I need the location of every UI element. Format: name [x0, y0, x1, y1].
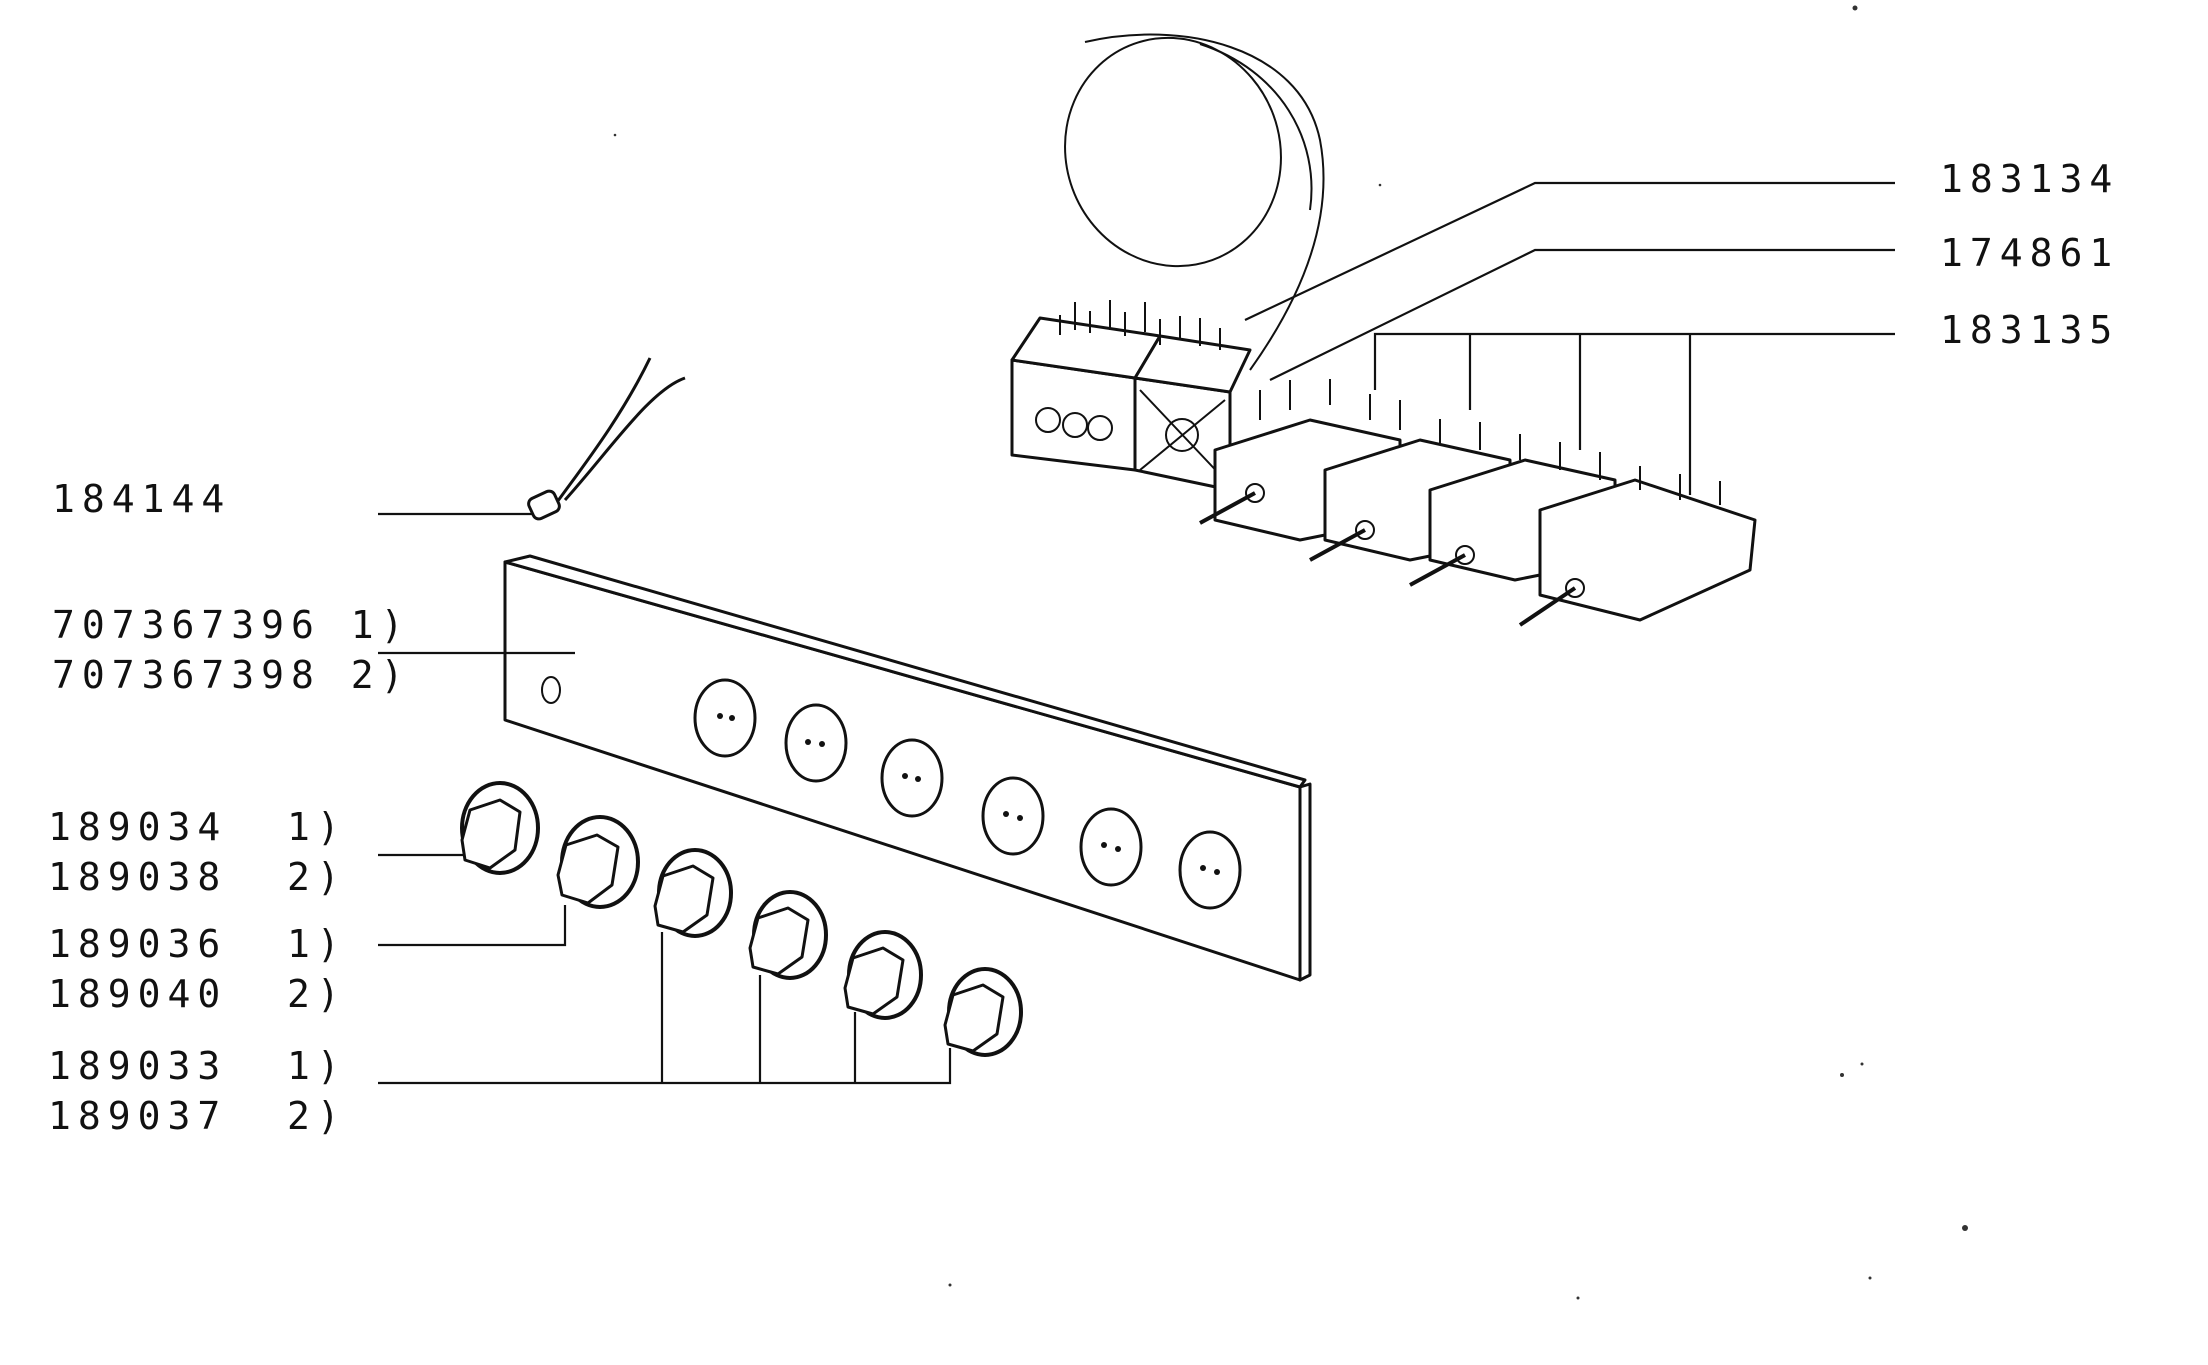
- thermostat-capillary-coil: [1064, 33, 1325, 371]
- knob-2: [556, 815, 640, 909]
- label-183135: 183135: [1940, 308, 2120, 352]
- knob-5: [843, 930, 923, 1020]
- label-189038: 189038 2): [48, 855, 347, 899]
- leader-183134: [1244, 181, 1895, 321]
- label-189037: 189037 2): [48, 1094, 347, 1138]
- label-183134: 183134: [1940, 157, 2120, 201]
- label-189034: 189034 1): [48, 805, 347, 849]
- leader-lines: [378, 181, 1895, 1085]
- knob-1: [460, 781, 540, 875]
- leader-174861: [1269, 248, 1895, 381]
- leader-183135: [1373, 332, 1895, 495]
- control-panel-fascia: [503, 554, 1312, 982]
- label-189036: 189036 1): [48, 922, 347, 966]
- knob-3: [653, 848, 733, 938]
- label-189033: 189033 1): [48, 1044, 347, 1088]
- signal-lamp-part: [527, 357, 686, 521]
- knob-6: [943, 967, 1023, 1057]
- label-707367398: 707367398 2): [52, 653, 411, 697]
- label-184144: 184144: [52, 477, 232, 521]
- knob-4: [748, 890, 828, 980]
- leader-189033: [378, 932, 952, 1085]
- switch-block-assembly: [1010, 300, 1757, 627]
- label-707367396: 707367396 1): [52, 603, 411, 647]
- scan-specks: [613, 5, 1968, 1300]
- label-189040: 189040 2): [48, 972, 347, 1016]
- leader-189036: [378, 905, 567, 947]
- label-174861: 174861: [1940, 231, 2120, 275]
- control-knobs: [460, 781, 1023, 1057]
